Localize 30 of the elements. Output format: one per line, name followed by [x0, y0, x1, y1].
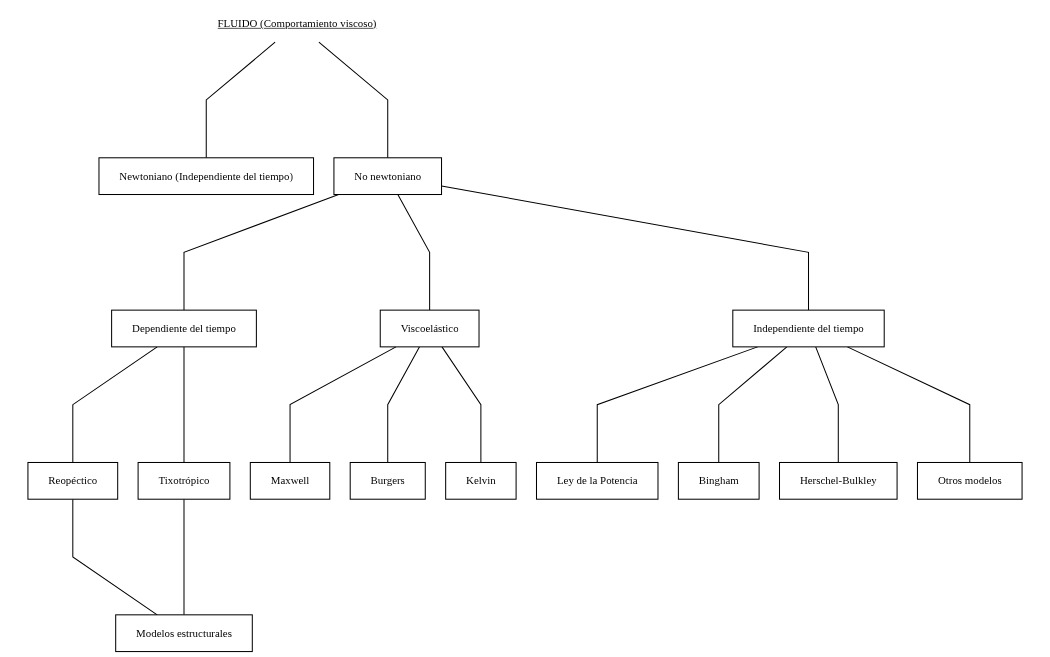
connector [72, 498, 158, 616]
node-box: No newtoniano [333, 157, 443, 196]
connector [441, 346, 482, 463]
connector [815, 346, 839, 463]
node-text: FLUIDO (Comportamiento viscoso) [217, 17, 377, 30]
connector [718, 346, 788, 463]
connector [318, 41, 389, 159]
node-box: Ley de la Potencia [536, 461, 659, 500]
node-box: Independiente del tiempo [732, 309, 885, 348]
node-box: Modelos estructurales [115, 614, 253, 653]
node-box: Viscoelástico [379, 309, 480, 348]
node-box: Kelvin [445, 461, 517, 500]
node-box: Newtoniano (Independiente del tiempo) [98, 157, 315, 196]
node-box: Maxwell [249, 461, 331, 500]
node-box: Tixotrópico [137, 461, 231, 500]
node-box: Herschel-Bulkley [779, 461, 898, 500]
connector [289, 346, 397, 463]
connector [397, 194, 431, 311]
node-box: Reopéctico [27, 461, 119, 500]
connector [183, 498, 185, 616]
node-box: Otros modelos [916, 461, 1023, 500]
node-box: Dependiente del tiempo [111, 309, 257, 348]
connector [441, 185, 809, 311]
connector [72, 346, 158, 463]
connector [205, 41, 276, 159]
node-box: Burgers [349, 461, 426, 500]
connector [183, 346, 185, 463]
node-box: Bingham [677, 461, 760, 500]
connector [846, 346, 971, 463]
connector [387, 346, 421, 463]
